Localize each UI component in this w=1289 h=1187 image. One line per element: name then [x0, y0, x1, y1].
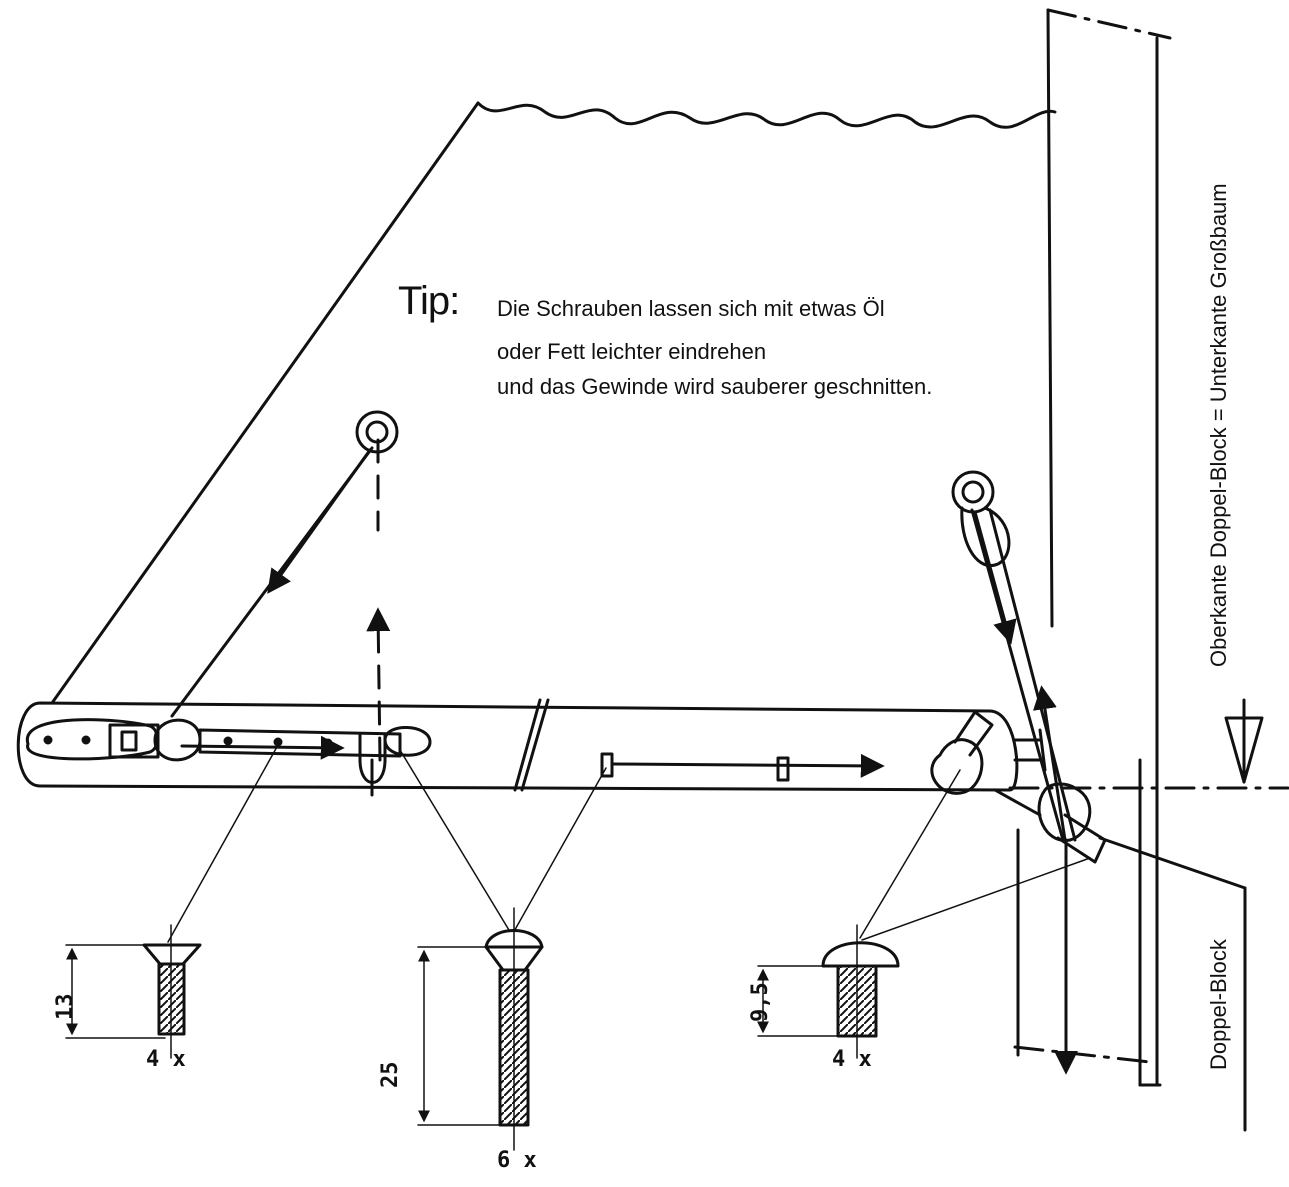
tip-heading: Tip: — [398, 279, 460, 323]
boom — [16, 698, 1047, 792]
reef-lines — [170, 438, 1078, 1075]
screw-2-count: 6 x — [497, 1148, 537, 1173]
screw-3-count: 4 x — [832, 1047, 872, 1072]
side-label-top-edge: Oberkante Doppel-Block = Unterkante Groß… — [1206, 183, 1231, 667]
sail-outline — [50, 101, 1057, 705]
screw-2-dimension: 25 — [378, 1061, 403, 1089]
screw-9-5mm — [757, 924, 900, 1059]
screw-1-count: 4 x — [146, 1047, 186, 1072]
screw-1-dimension: 13 — [53, 993, 78, 1021]
tip-line-3: und das Gewinde wird sauberer geschnitte… — [497, 374, 933, 399]
reef-cringle-right — [951, 470, 1011, 567]
block-level-reference — [1008, 698, 1289, 1132]
boom-hardware — [26, 710, 1107, 864]
tip-line-1: Die Schrauben lassen sich mit etwas Öl — [497, 296, 885, 321]
side-label-double-block: Doppel-Block — [1206, 939, 1231, 1070]
reef-cringle-left — [355, 410, 399, 454]
screw-3-dimension: 9,5 — [748, 982, 773, 1022]
screw-leader-lines — [167, 744, 1091, 943]
screw-25mm — [417, 907, 544, 1151]
screw-13mm — [65, 924, 202, 1059]
mast — [1046, 8, 1172, 1087]
tip-line-2: oder Fett leichter eindrehen — [497, 339, 767, 364]
